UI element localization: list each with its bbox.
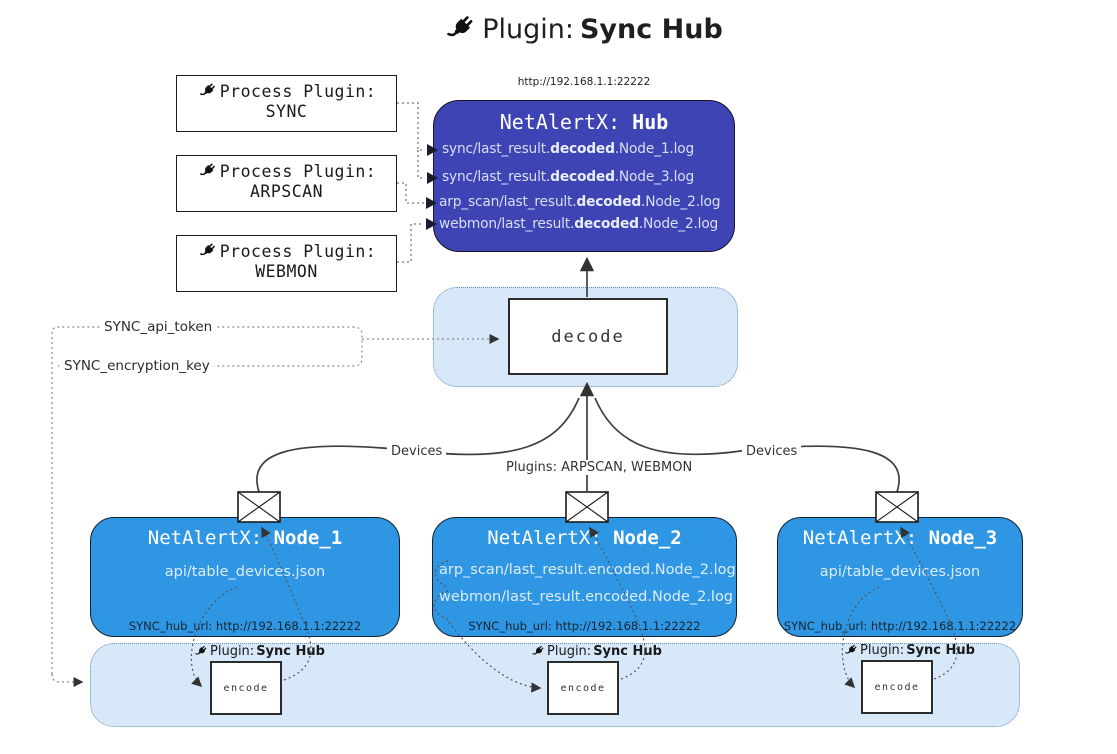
encode-box-3: encode — [861, 660, 933, 714]
plug-icon — [197, 161, 217, 181]
node-1-box: NetAlertX: Node_1 api/table_devices.json… — [90, 517, 400, 637]
hub-log-row: webmon/last_result.decoded.Node_2.log — [439, 216, 719, 232]
process-plugin-label: Process Plugin: — [219, 241, 377, 261]
plug-icon — [530, 644, 545, 659]
encoder-label-3: Plugin: Sync Hub — [843, 643, 975, 658]
hub-title-prefix: NetAlertX: — [499, 110, 633, 134]
node-hub-url: SYNC_hub_url: http://192.168.1.1:22222 — [468, 619, 701, 633]
hub-log-row: sync/last_result.decoded.Node_1.log — [442, 141, 695, 157]
encoder-label-1: Plugin: Sync Hub — [193, 644, 325, 659]
node-file: api/table_devices.json — [819, 564, 981, 580]
node-file: api/table_devices.json — [164, 564, 326, 580]
hub-log-row: arp_scan/last_result.decoded.Node_2.log — [439, 194, 721, 210]
plug-icon — [843, 643, 858, 658]
encoder-label-2: Plugin: Sync Hub — [530, 644, 662, 659]
decode-box: decode — [508, 298, 668, 375]
sync-api-token-label: SYNC_api_token — [100, 319, 217, 335]
process-plugin-webmon: Process Plugin: WEBMON — [176, 235, 397, 292]
node-hub-url: SYNC_hub_url: http://192.168.1.1:22222 — [783, 619, 1017, 633]
hub-log-row: sync/last_result.decoded.Node_3.log — [442, 169, 695, 185]
plug-icon — [197, 241, 217, 261]
node-3-box: NetAlertX: Node_3 api/table_devices.json… — [777, 517, 1023, 637]
encryption-key-to-band-arrow — [51, 673, 84, 688]
process-plugin-label: Process Plugin: — [219, 161, 377, 181]
plug-icon — [197, 81, 217, 101]
node-2-box: NetAlertX: Node_2 arp_scan/last_result.e… — [432, 517, 737, 637]
edge-label-devices-right: Devices — [742, 444, 802, 459]
plug-icon — [442, 12, 476, 46]
page-title-prefix: Plugin: — [482, 13, 574, 45]
hub-title-name: Hub — [632, 110, 669, 134]
hub-box: NetAlertX: Hub sync/last_result.decoded.… — [433, 100, 735, 252]
node-file: webmon/last_result.encoded.Node_2.log — [439, 589, 734, 605]
process-plugin-arpscan: Process Plugin: ARPSCAN — [176, 155, 397, 212]
process-plugin-name: WEBMON — [255, 262, 318, 281]
encode-box-1: encode — [210, 661, 282, 715]
process-plugin-name: SYNC — [265, 102, 308, 121]
node-file: arp_scan/last_result.encoded.Node_2.log — [439, 562, 736, 578]
plug-icon — [193, 644, 208, 659]
hub-title: NetAlertX: Hub — [434, 110, 734, 134]
sync-encryption-key-label: SYNC_encryption_key — [60, 358, 214, 374]
process-plugin-sync: Process Plugin: SYNC — [176, 75, 397, 132]
plugin-hub-connectors — [397, 102, 425, 263]
process-plugin-name: ARPSCAN — [249, 182, 324, 201]
node-hub-url: SYNC_hub_url: http://192.168.1.1:22222 — [128, 619, 362, 633]
page-title: Plugin: Sync Hub — [24, 12, 1117, 46]
edge-label-plugins: Plugins: ARPSCAN, WEBMON — [502, 460, 697, 475]
hub-url-label: http://192.168.1.1:22222 — [517, 76, 651, 88]
page-title-name: Sync Hub — [579, 13, 723, 45]
process-plugin-label: Process Plugin: — [219, 81, 377, 101]
edge-label-devices-left: Devices — [387, 444, 447, 459]
encode-box-2: encode — [547, 661, 619, 715]
